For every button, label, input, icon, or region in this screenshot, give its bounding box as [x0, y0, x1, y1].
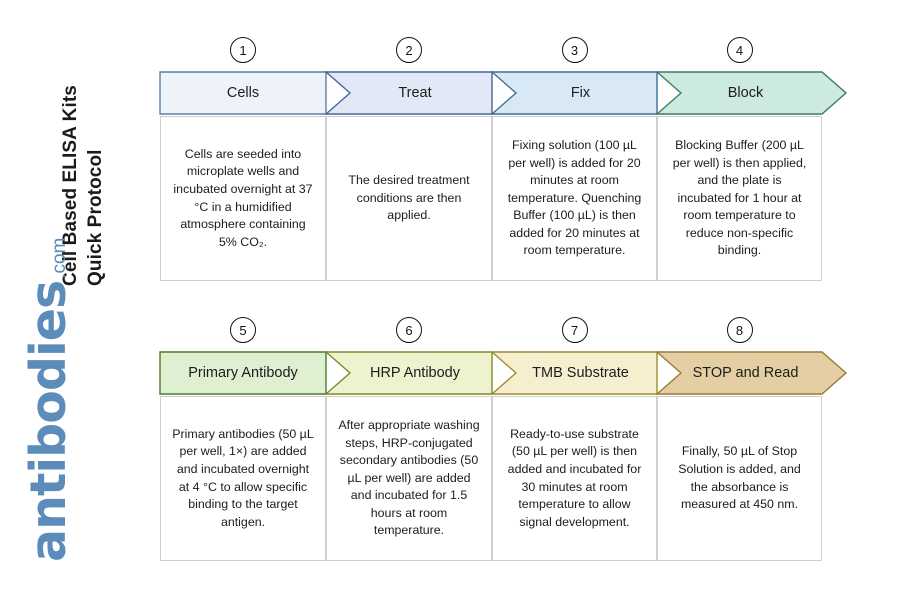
- step-body-7: Ready-to-use substrate (50 µL per well) …: [492, 396, 657, 561]
- step-header-6[interactable]: HRP Antibody: [324, 351, 493, 395]
- step-header-shape: [159, 71, 327, 115]
- step-number-badge-7: 7: [561, 317, 588, 343]
- step-header-shape: [159, 351, 327, 395]
- step-body-2: The desired treatment conditions are the…: [326, 116, 492, 281]
- step-body-3: Fixing solution (100 µL per well) is add…: [492, 116, 657, 281]
- step-body-5: Primary antibodies (50 µL per well, 1×) …: [160, 396, 326, 561]
- step-header-7[interactable]: TMB Substrate: [490, 351, 658, 395]
- step-body-text: Ready-to-use substrate (50 µL per well) …: [507, 426, 642, 529]
- step-body-text: Primary antibodies (50 µL per well, 1×) …: [172, 426, 314, 529]
- step-number-badge-2: 2: [396, 37, 422, 63]
- step-body-text: After appropriate washing steps, HRP-con…: [338, 417, 480, 538]
- step-body-1: Cells are seeded into microplate wells a…: [160, 116, 326, 281]
- step-number-text: 1: [239, 42, 247, 58]
- step-number-text: 2: [405, 42, 413, 58]
- step-number-text: 4: [735, 42, 744, 58]
- step-body-text: Fixing solution (100 µL per well) is add…: [507, 137, 642, 258]
- step-label: STOP and Read: [692, 365, 799, 381]
- step-header-2[interactable]: Treat: [324, 71, 493, 115]
- step-label: Cells: [226, 85, 260, 101]
- step-label: Primary Antibody: [188, 365, 298, 381]
- step-header-shape: [655, 71, 848, 115]
- step-number-badge-4: 4: [726, 37, 753, 63]
- step-header-1[interactable]: Cells: [159, 71, 327, 115]
- step-label: Block: [727, 85, 764, 101]
- step-header-3[interactable]: Fix: [490, 71, 658, 115]
- page-title-line-2: Quick Protocol: [85, 149, 106, 286]
- step-header-8[interactable]: STOP and Read: [655, 351, 848, 395]
- step-label: Treat: [398, 85, 432, 101]
- step-header-5[interactable]: Primary Antibody: [159, 351, 327, 395]
- step-body-text: Finally, 50 µL of Stop Solution is added…: [678, 444, 801, 512]
- step-body-text: Cells are seeded into microplate wells a…: [173, 146, 313, 249]
- step-number-text: 7: [570, 322, 579, 338]
- step-label: HRP Antibody: [369, 365, 460, 381]
- step-label: TMB Substrate: [532, 365, 629, 381]
- step-number-text: 8: [735, 322, 744, 338]
- step-number-text: 5: [239, 322, 247, 338]
- page-title: Cell Based ELISA Kits Quick Protocol: [58, 0, 178, 286]
- step-number-badge-8: 8: [726, 317, 753, 343]
- step-number-badge-6: 6: [396, 317, 422, 343]
- brand-logo: antibodies .com: [20, 237, 77, 562]
- step-body-4: Blocking Buffer (200 µL per well) is the…: [657, 116, 822, 281]
- step-header-shape: [655, 351, 848, 395]
- step-body-text: The desired treatment conditions are the…: [348, 173, 470, 223]
- step-number-badge-3: 3: [561, 37, 588, 63]
- step-body-6: After appropriate washing steps, HRP-con…: [326, 396, 492, 561]
- step-body-8: Finally, 50 µL of Stop Solution is added…: [657, 396, 822, 561]
- step-number-text: 3: [570, 42, 579, 58]
- step-body-text: Blocking Buffer (200 µL per well) is the…: [672, 137, 807, 258]
- brand-logo-word: antibodies: [20, 280, 77, 562]
- brand-logo-suffix: .com: [49, 237, 70, 279]
- step-header-4[interactable]: Block: [655, 71, 848, 115]
- step-number-badge-1: 1: [230, 37, 256, 63]
- step-number-badge-5: 5: [230, 317, 256, 343]
- step-label: Fix: [570, 85, 591, 101]
- step-number-text: 6: [405, 322, 413, 338]
